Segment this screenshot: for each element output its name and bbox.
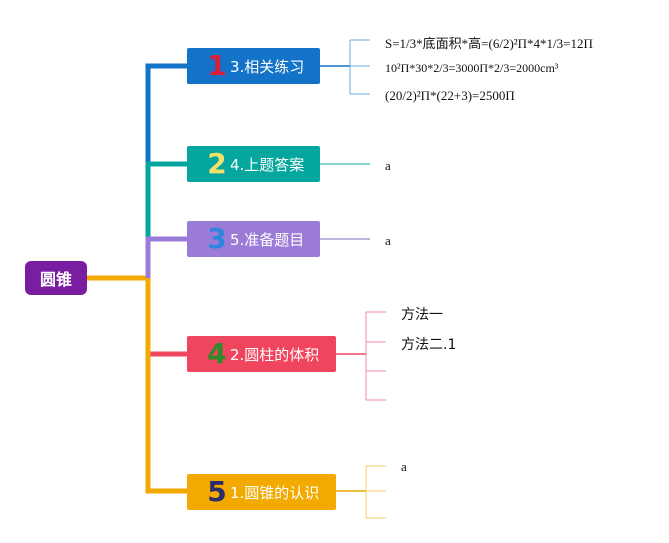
topic-node-5[interactable]: 5 1.圆锥的认识	[187, 474, 336, 510]
leaf-2-1[interactable]: a	[385, 158, 391, 173]
root-node[interactable]: 圆锥	[25, 261, 87, 295]
topic-number-2: 2	[207, 147, 227, 180]
topic-label-1: 3.相关练习	[230, 57, 305, 76]
leaf-1-1[interactable]: S=1/3*底面积*高=(6/2)²Π*4*1/3=12Π	[385, 36, 593, 51]
topic-label-3: 5.准备题目	[230, 230, 305, 249]
leaf-4-2[interactable]: 方法二.1	[401, 337, 457, 353]
leaf-4-1[interactable]: 方法一	[401, 307, 443, 323]
topic-node-2[interactable]: 2 4.上题答案	[187, 146, 320, 182]
root-label: 圆锥	[39, 270, 72, 289]
topic-node-3[interactable]: 3 5.准备题目	[187, 221, 320, 257]
leaf-5-1[interactable]: a	[401, 459, 407, 474]
leaf-1-3[interactable]: (20/2)²Π*(22+3)=2500Π	[385, 88, 515, 103]
topic-number-5: 5	[207, 475, 227, 508]
topic-number-1: 1	[207, 49, 227, 82]
topic-label-4: 2.圆柱的体积	[230, 345, 320, 364]
topic-label-2: 4.上题答案	[230, 155, 305, 174]
leaf-1-2[interactable]: 10²Π*30*2/3=3000Π*2/3=2000cm³	[385, 61, 559, 75]
topic-number-4: 4	[207, 337, 227, 370]
topic-label-5: 1.圆锥的认识	[230, 483, 320, 502]
topic-number-3: 3	[207, 222, 227, 255]
leaf-3-1[interactable]: a	[385, 233, 391, 248]
topic-node-4[interactable]: 4 2.圆柱的体积	[187, 336, 336, 372]
topic-node-1[interactable]: 1 3.相关练习	[187, 48, 320, 84]
